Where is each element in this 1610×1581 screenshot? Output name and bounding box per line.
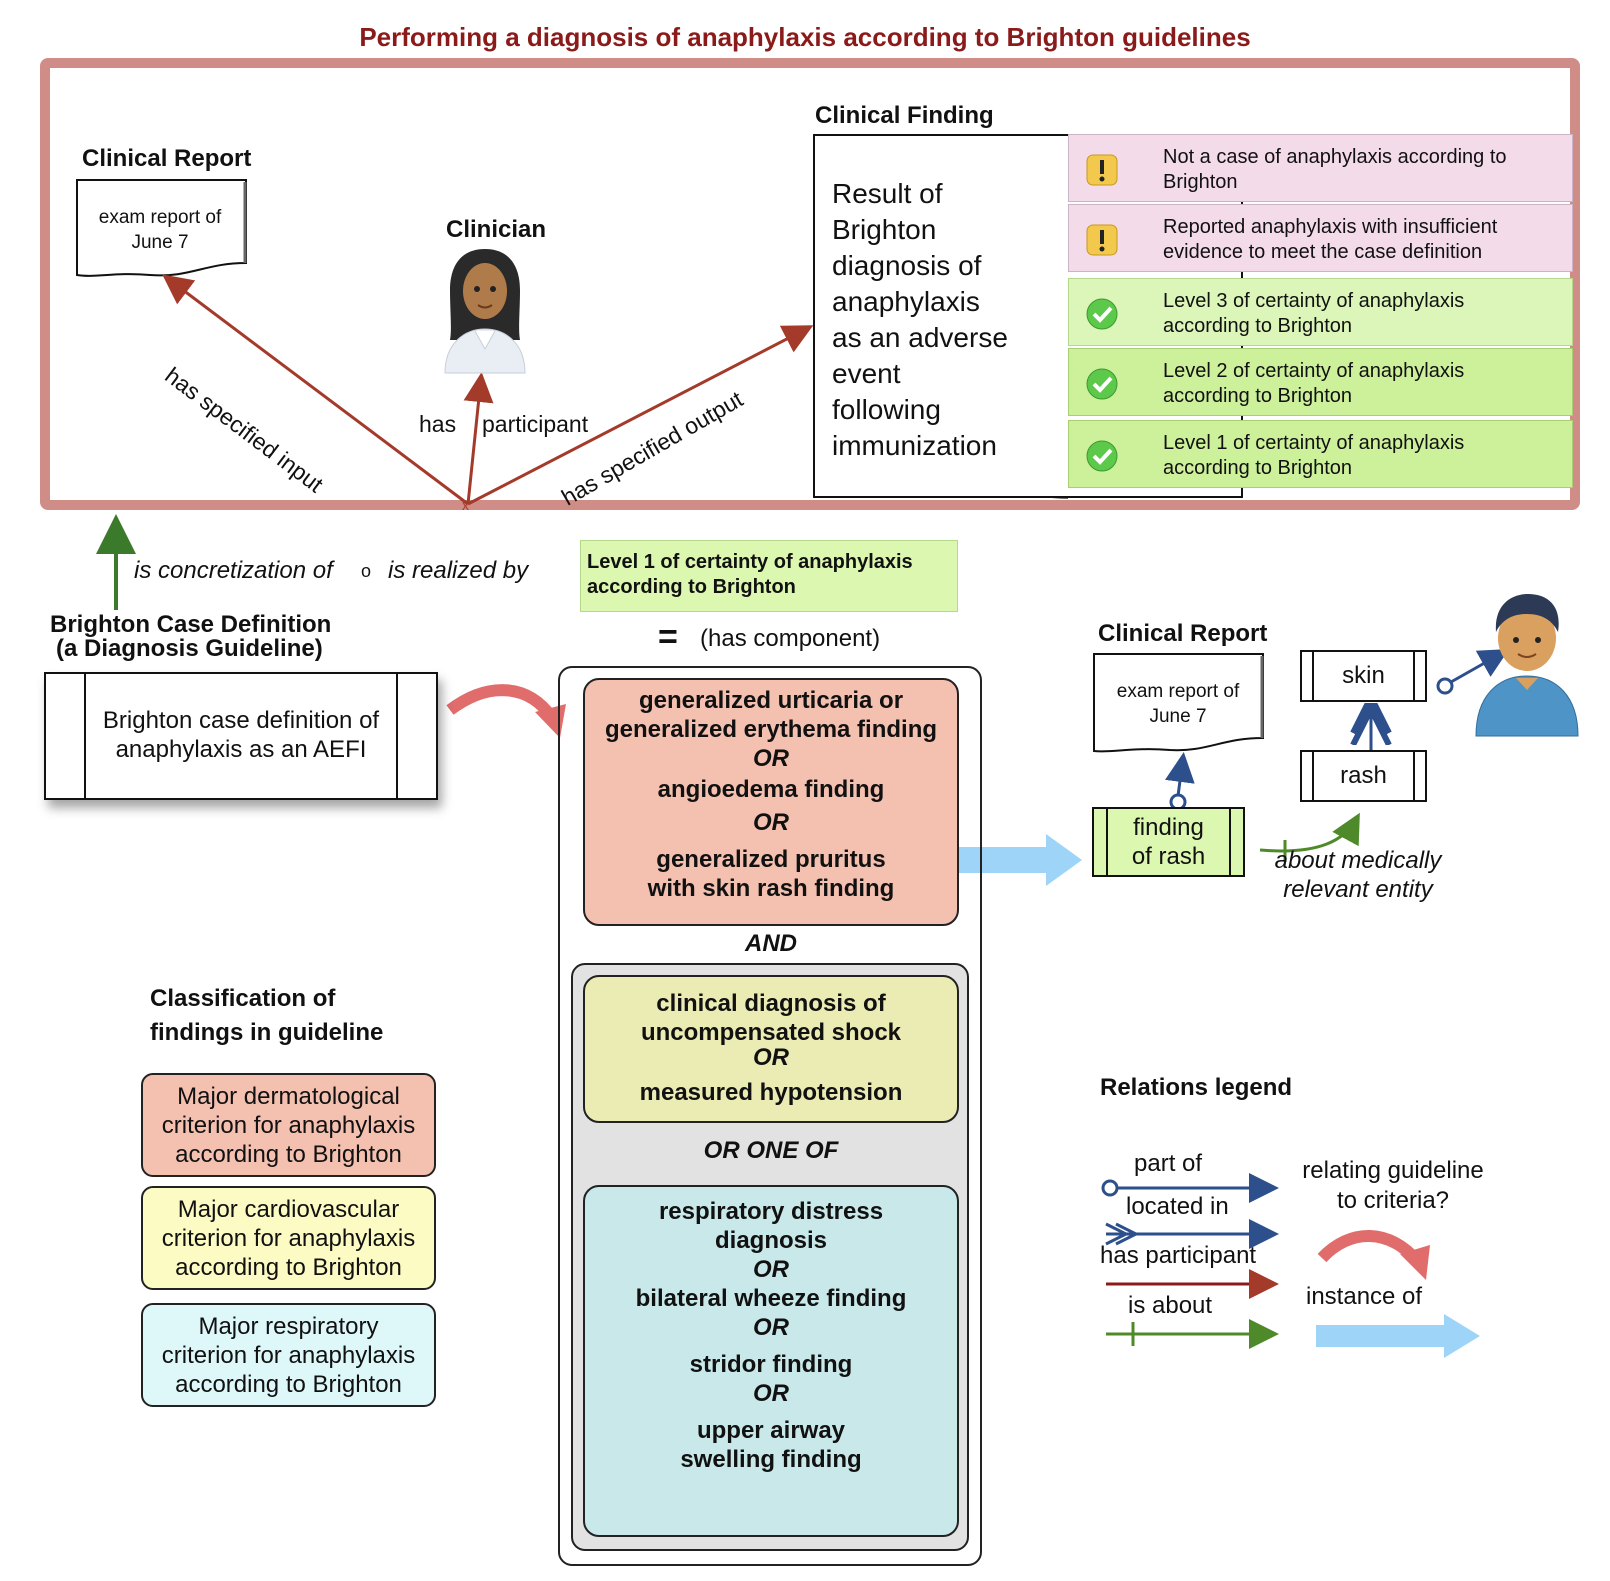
has-participant-arrow <box>463 372 494 505</box>
legend-instance-of-arrow <box>1444 1314 1480 1358</box>
legend-relating-arrow <box>1317 1230 1423 1266</box>
process-frame <box>40 58 1580 510</box>
check-icon <box>1086 298 1118 330</box>
finding-is-about-rash-arrow <box>1259 812 1360 853</box>
dermatological-criteria-box: generalized urticaria or generalized ery… <box>583 678 959 926</box>
criteria-container <box>558 666 982 1566</box>
has-participant-label-2: participant <box>482 411 589 437</box>
finding-part-of-report-arrow <box>1164 752 1195 797</box>
patient-avatar-icon <box>1475 594 1579 737</box>
case-definition-heading: Brighton Case Definition (a Diagnosis Gu… <box>50 611 332 662</box>
clinician-heading: Clinician <box>446 216 547 243</box>
equals-sign: = <box>658 618 678 656</box>
check-icon <box>1086 440 1118 472</box>
svg-text:x: x <box>462 497 469 513</box>
has-specified-input-arrow <box>162 274 469 506</box>
legend-part-of-label: part of <box>1134 1150 1203 1177</box>
instance-of-arrow <box>1046 834 1082 886</box>
relations-legend-heading: Relations legend <box>1100 1074 1293 1101</box>
warning-icon <box>1086 224 1118 256</box>
right-clinical-report-document <box>1093 653 1264 753</box>
respiratory-category-box: Major respiratory criterion for anaphyla… <box>141 1303 436 1407</box>
clinical-finding-heading: Clinical Finding <box>815 102 994 129</box>
clinical-report-heading: Clinical Report <box>82 145 252 172</box>
skin-part-of-patient-arrow <box>1450 649 1510 684</box>
legend-instance-of-label: instance of <box>1306 1283 1423 1310</box>
has-specified-output-arrow <box>467 325 814 506</box>
check-icon <box>1086 368 1118 400</box>
has-component-label: (has component) <box>700 625 881 652</box>
has-participant-label-1: has <box>419 411 457 437</box>
and-conjunction: AND <box>745 930 797 957</box>
rash-box: rash <box>1300 750 1427 802</box>
realized-by-label: is realized by <box>388 557 529 584</box>
or-one-of-conjunction: OR ONE OF <box>703 1137 839 1164</box>
respiratory-criteria-box: respiratory distress diagnosis OR bilate… <box>583 1185 959 1537</box>
relation-circle-glyph: o <box>361 561 372 581</box>
clinician-avatar-icon <box>444 249 526 374</box>
legend-located-in-label: located in <box>1126 1193 1229 1220</box>
cardiovascular-category-box: Major cardiovascular criterion for anaph… <box>141 1186 436 1290</box>
dermatological-category-box: Major dermatological criterion for anaph… <box>141 1073 436 1177</box>
skin-box: skin <box>1300 650 1427 702</box>
legend-is-about-label: is about <box>1128 1292 1213 1319</box>
clinical-report-document <box>76 179 247 277</box>
legend-has-participant-label: has participant <box>1100 1242 1257 1269</box>
right-clinical-report-heading: Clinical Report <box>1098 620 1268 647</box>
cardiovascular-criteria-box: clinical diagnosis of uncompensated shoc… <box>583 975 959 1123</box>
warning-icon <box>1086 154 1118 186</box>
diagram-title: Performing a diagnosis of anaphylaxis ac… <box>359 22 1251 52</box>
guideline-to-criteria-arrow <box>446 684 557 722</box>
concretization-label: is concretization of <box>134 557 333 584</box>
